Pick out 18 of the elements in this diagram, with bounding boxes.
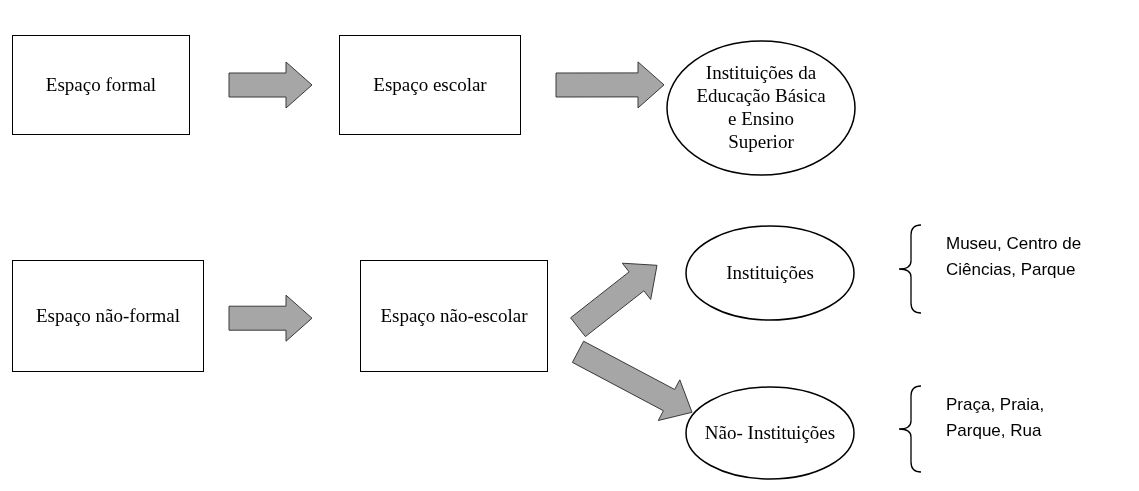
node-text: Instituições xyxy=(726,261,814,285)
process-box xyxy=(12,260,204,372)
side-note: Praça, Praia, Parque, Rua xyxy=(946,394,1046,443)
node-text: Espaço não-formal xyxy=(36,304,180,328)
block-arrow xyxy=(570,262,658,338)
block-arrow xyxy=(571,340,693,421)
process-box xyxy=(339,35,521,135)
node-text: Espaço não-escolar xyxy=(380,304,528,328)
process-box xyxy=(12,35,190,135)
process-box xyxy=(360,260,548,372)
node-text: Não- Instituições xyxy=(704,421,836,445)
block-arrow xyxy=(228,61,313,109)
node-text: Espaço escolar xyxy=(373,73,487,97)
node-text: Espaço formal xyxy=(45,73,157,97)
block-arrow xyxy=(555,61,665,109)
side-note: Museu, Centro de Ciências, Parque xyxy=(946,233,1083,282)
block-arrow xyxy=(228,294,313,342)
node-text: Instituições da Educação Básica e Ensino Superior xyxy=(696,62,826,154)
